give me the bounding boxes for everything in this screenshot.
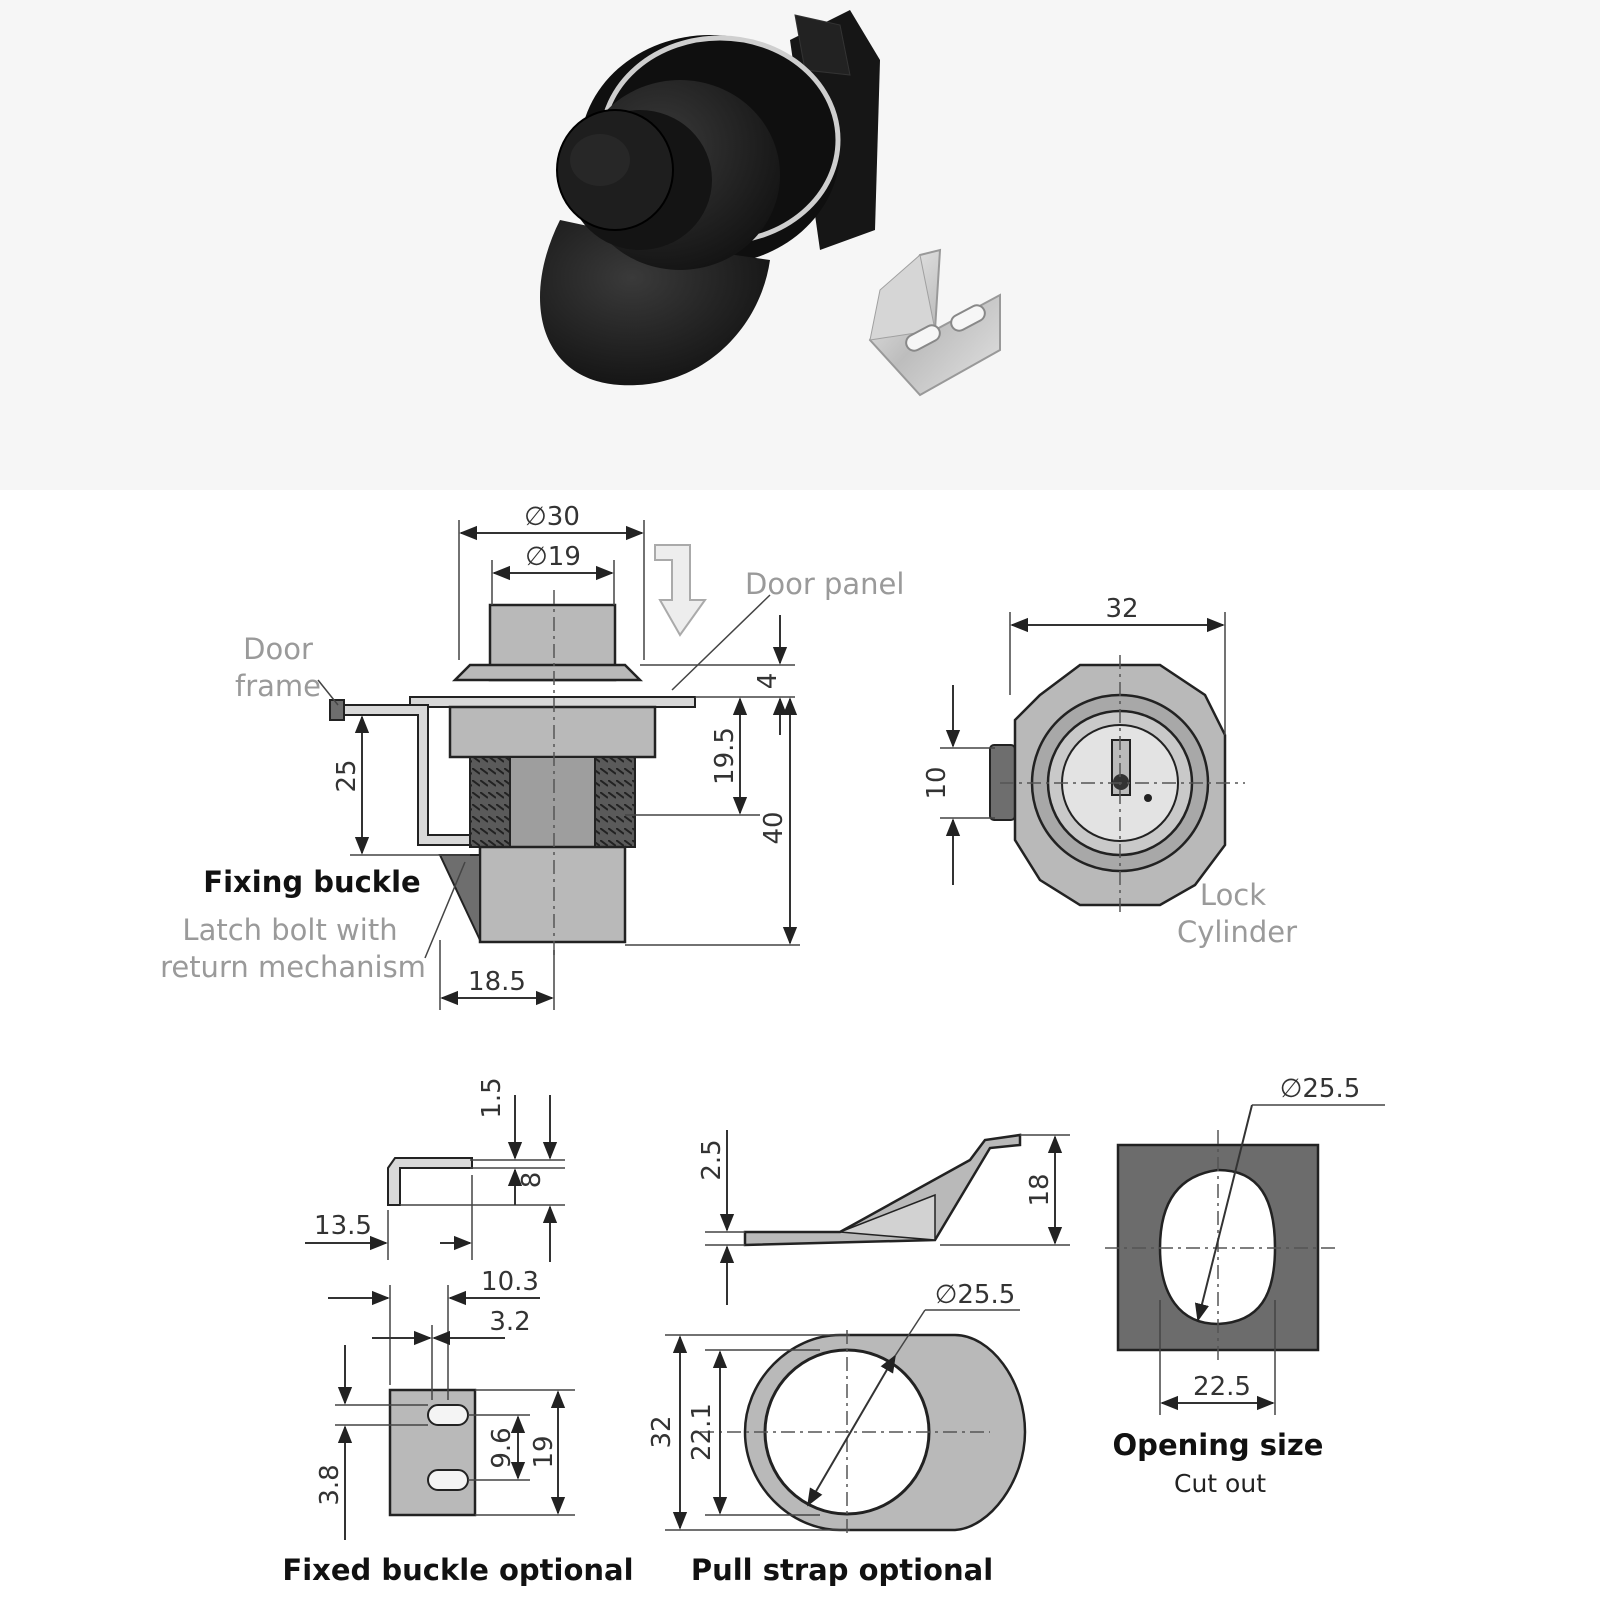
dim-18: 18	[1025, 1173, 1055, 1206]
dim-22-5: 22.5	[1193, 1372, 1251, 1402]
cut-out-caption: Cut out	[1174, 1469, 1266, 1498]
lock-cylinder-label-1: Lock	[1200, 878, 1266, 912]
latch-front-view	[329, 590, 696, 955]
fixed-buckle-dimensions: 1.5 8 13.5 10.3 3.2 9.6 19 3.8	[305, 1077, 575, 1540]
dim-1-5: 1.5	[477, 1077, 507, 1118]
product-photo-art	[540, 10, 1001, 397]
dim-strap-32: 32	[647, 1415, 677, 1448]
dim-13-5: 13.5	[314, 1211, 372, 1241]
opening-cutout-drawing	[1105, 1130, 1335, 1365]
dim-10: 10	[922, 766, 952, 799]
product-photo	[0, 0, 1600, 490]
pull-strap-dimensions: 2.5 18 ∅25.5 32 22.1	[647, 1130, 1070, 1531]
dim-dia-30: ∅30	[524, 502, 580, 532]
technical-drawing: ∅30 ∅19 4 19.5 40 25 18.5 Door panel Doo…	[160, 502, 1385, 1587]
dim-strap-dia-25-5: ∅25.5	[935, 1280, 1016, 1310]
latch-bolt-label-2: return mechanism	[160, 950, 426, 984]
fixed-buckle-optional-caption: Fixed buckle optional	[282, 1553, 633, 1587]
lock-cylinder-view	[989, 655, 1245, 915]
dim-10-3: 10.3	[481, 1267, 539, 1297]
dim-22-1: 22.1	[687, 1403, 717, 1461]
dim-dia-19: ∅19	[525, 542, 581, 572]
dim-18-5: 18.5	[468, 967, 526, 997]
side-view-dimensions: 32 10	[922, 594, 1226, 885]
dim-32: 32	[1105, 594, 1138, 624]
latch-bolt-label-1: Latch bolt with	[182, 913, 397, 947]
dim-3-2: 3.2	[489, 1307, 530, 1337]
main-view-dimensions: ∅30 ∅19 4 19.5 40 25 18.5	[332, 502, 800, 1010]
pull-strap-optional-caption: Pull strap optional	[691, 1553, 993, 1587]
dim-cutout-dia-25-5: ∅25.5	[1280, 1074, 1361, 1104]
dim-19: 19	[529, 1435, 559, 1468]
door-panel-label: Door panel	[745, 567, 904, 601]
dim-4: 4	[753, 673, 783, 690]
callouts: Door panel Door frame Fixing buckle Latc…	[160, 567, 1297, 984]
dim-2-5: 2.5	[697, 1139, 727, 1180]
dim-3-8: 3.8	[315, 1464, 345, 1505]
dim-25: 25	[332, 759, 362, 792]
strike-bracket-photo	[868, 248, 1001, 397]
dim-9-6: 9.6	[487, 1427, 517, 1468]
cutout-dimensions: ∅25.5 22.5	[1159, 1074, 1385, 1415]
opening-size-caption: Opening size	[1113, 1428, 1324, 1462]
door-frame-label-2: frame	[235, 669, 321, 703]
dim-19-5: 19.5	[710, 727, 740, 785]
door-frame-label-1: Door	[243, 632, 313, 666]
fixed-buckle-drawing	[387, 1157, 477, 1517]
dim-8: 8	[517, 1172, 547, 1189]
fixing-buckle-label: Fixing buckle	[203, 865, 420, 899]
lock-cylinder-label-2: Cylinder	[1177, 915, 1297, 949]
door-panel-icon	[654, 544, 707, 637]
dim-40: 40	[759, 811, 789, 844]
push-latch-photo	[540, 10, 880, 386]
